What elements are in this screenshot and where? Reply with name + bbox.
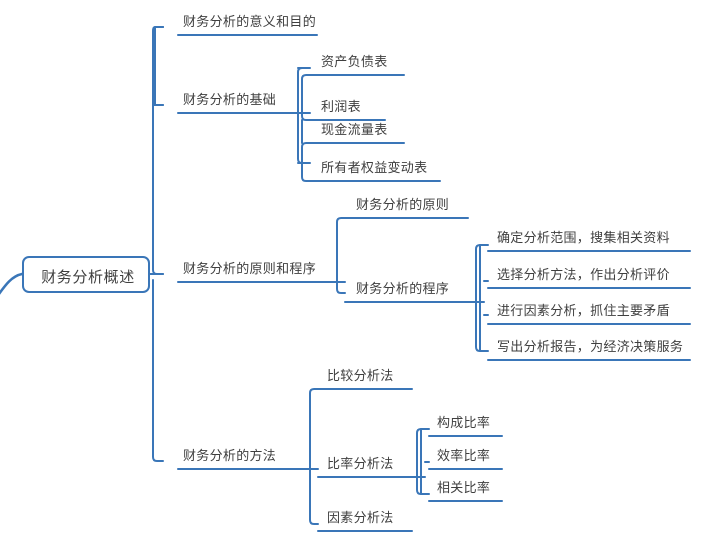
branch-label-1[interactable]: 财务分析的意义和目的 [183,15,317,30]
b2-conn-34 [301,142,311,182]
sub-label-factor-analysis[interactable]: 因素分析法 [327,511,394,526]
sub-label-comparative-analysis[interactable]: 比较分析法 [327,369,394,384]
leaf-income-statement[interactable]: 利润表 [321,100,361,115]
leaf-procedure-1[interactable]: 确定分析范围，搜集相关资料 [497,231,670,246]
b2-conn-12 [301,74,311,121]
leaf-correlation-ratio[interactable]: 相关比率 [437,481,491,496]
leaf-balance-sheet[interactable]: 资产负债表 [321,55,388,70]
b4c2-bracket [416,428,426,495]
trunk-upper [154,26,164,106]
branch-label-3[interactable]: 财务分析的原则和程序 [183,262,317,277]
leaf-equity-change-statement[interactable]: 所有者权益变动表 [321,161,428,176]
b3c2-bracket [475,244,485,352]
b4c2-spine [420,428,426,495]
branch-label-4[interactable]: 财务分析的方法 [183,449,277,464]
branch-label-2[interactable]: 财务分析的基础 [183,93,277,108]
trunk-lower [152,279,164,462]
b3-bracket [336,217,346,294]
leaf-composition-ratio[interactable]: 构成比率 [437,416,491,431]
sub-label-principles[interactable]: 财务分析的原则 [356,198,450,213]
leaf-procedure-2[interactable]: 选择分析方法，作出分析评价 [497,268,670,283]
leaf-efficiency-ratio[interactable]: 效率比率 [437,449,491,464]
root-node-label: 财务分析概述 [41,268,135,286]
leaf-procedure-4[interactable]: 写出分析报告，为经济决策服务 [497,340,684,355]
leaf-cash-flow-statement[interactable]: 现金流量表 [321,123,388,138]
sub-label-procedures[interactable]: 财务分析的程序 [356,282,450,297]
leaf-procedure-3[interactable]: 进行因素分析，抓住主要矛盾 [497,304,670,319]
root-tail [0,272,24,295]
sub-label-ratio-analysis[interactable]: 比率分析法 [327,457,394,472]
b4-bracket [309,388,319,525]
b3c2-spine [479,244,485,352]
root-node[interactable]: 财务分析概述 [22,256,150,293]
